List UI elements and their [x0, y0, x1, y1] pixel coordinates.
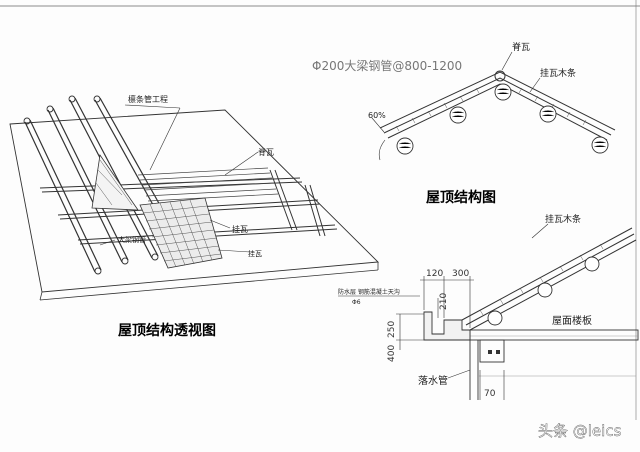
title-perspective: 屋顶结构透视图 [118, 322, 216, 339]
label-angle: 60% [368, 111, 386, 120]
label-downpipe: 落水管 [418, 374, 448, 387]
label-floor-slab: 屋面楼板 [552, 314, 592, 327]
ridge-cap [494, 70, 506, 82]
tile-battens [137, 167, 279, 202]
perspective-view: 檩条管工程 脊瓦 挂瓦 大梁钢管 挂瓦 屋顶结构透视图 [9, 94, 380, 339]
purlins [396, 83, 609, 155]
eave-purlins [487, 256, 600, 326]
dim-210: 210 [439, 293, 449, 310]
gable-end [91, 153, 139, 211]
eave-detail: 120 300 210 250 400 70 挂瓦木条 屋面楼板 落水管 防水层… [338, 213, 639, 400]
label-steel-beam: 大梁钢管 [118, 235, 146, 244]
label-tile-batten-section: 挂瓦木条 [540, 67, 576, 79]
label-roof-pipe: 檩条管工程 [128, 94, 168, 104]
dim-400: 400 [387, 345, 397, 362]
label-hanging-tile: 挂瓦 [232, 224, 248, 234]
label-gutter-note: 防水层 钢筋混凝土天沟 [338, 288, 400, 296]
dim-300: 300 [452, 269, 469, 279]
floor-slab [469, 329, 639, 341]
label-tile-batten-detail: 挂瓦木条 [545, 213, 581, 225]
dim-120: 120 [426, 269, 443, 279]
roof-slopes [379, 71, 616, 141]
dim-70: 70 [484, 389, 496, 399]
label-ridge-tile-section: 脊瓦 [512, 41, 530, 53]
gutter [423, 311, 471, 341]
tile-mesh [139, 197, 223, 269]
dim-250: 250 [387, 321, 397, 338]
title-section: 屋顶结构图 [426, 189, 496, 206]
watermark-text: 头条 @leics [538, 422, 622, 440]
label-hanging-tile-2: 挂瓦 [248, 249, 262, 258]
label-ridge-tile-perspective: 脊瓦 [258, 147, 274, 157]
label-sep: Φ6 [352, 299, 361, 306]
edge-beam [479, 339, 505, 363]
section-view: 60% 脊瓦 挂瓦木条 Φ200大梁钢管@800-1200 屋顶结构图 [312, 41, 616, 206]
label-spec: Φ200大梁钢管@800-1200 [312, 58, 462, 73]
